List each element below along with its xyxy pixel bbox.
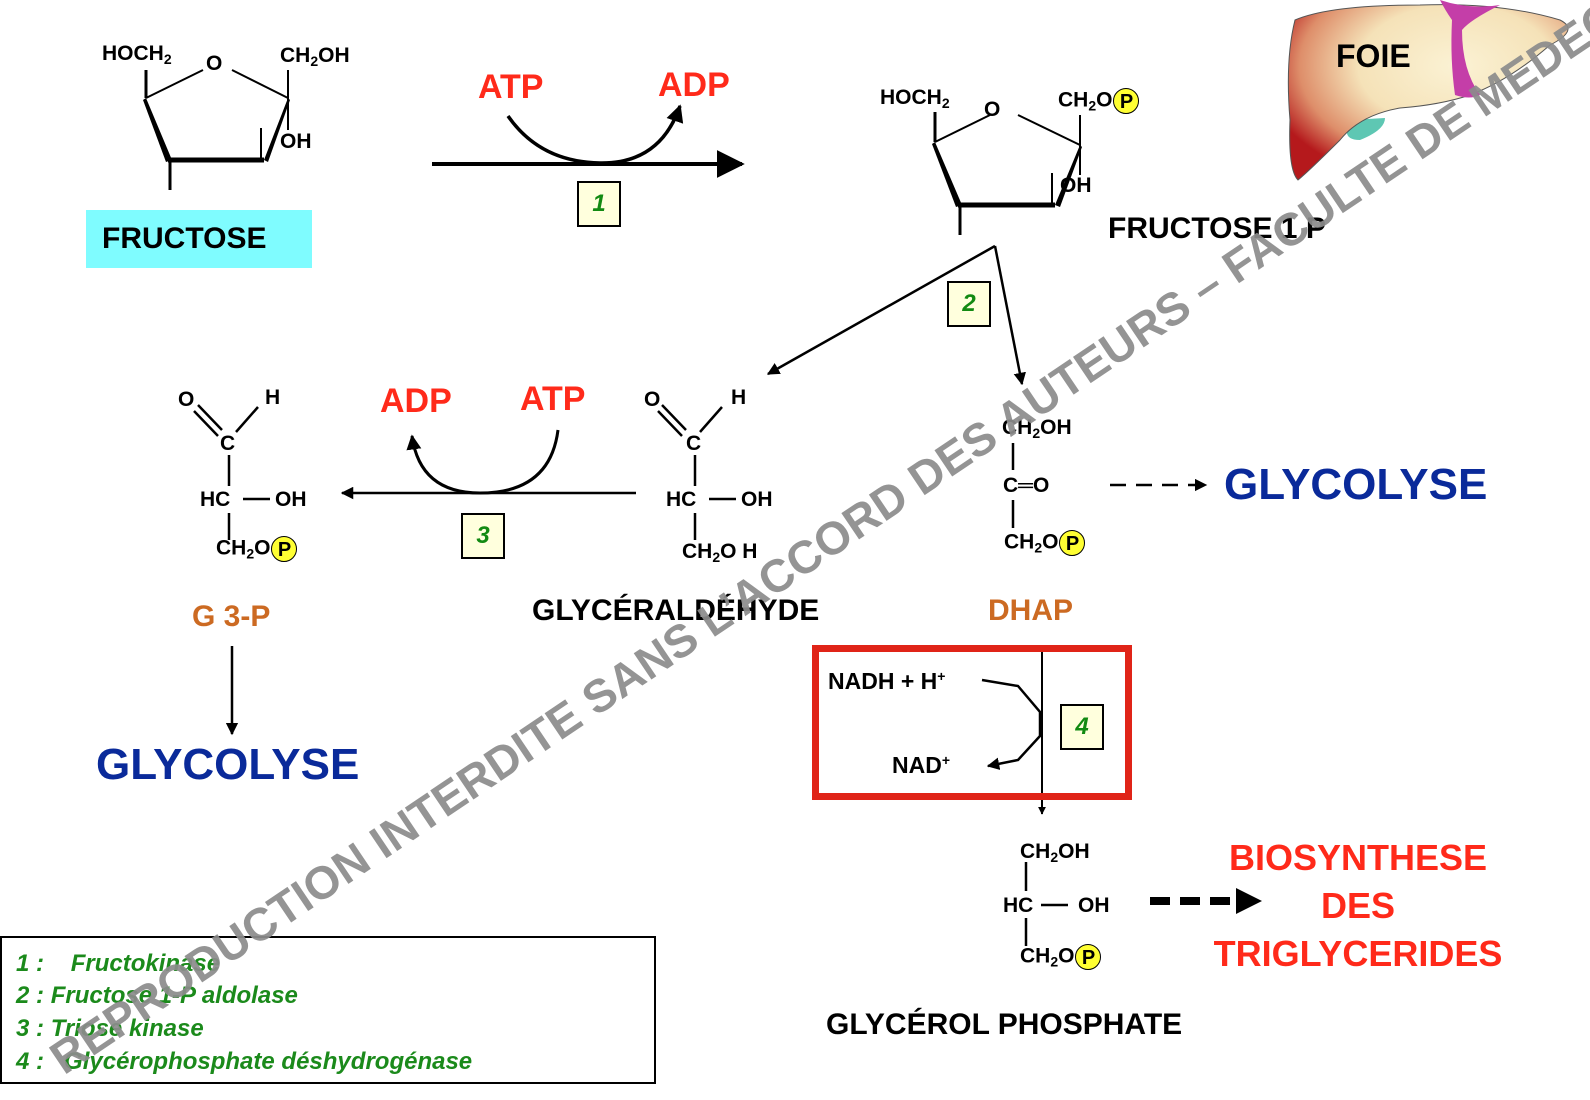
fructose-1p-oh-group: OH [1060,174,1092,197]
biosynthese-triglycerides-label: BIOSYNTHESE DES TRIGLYCERIDES [1188,834,1528,978]
g3p-hc: HC [200,488,231,511]
g3p-oh: OH [275,488,307,511]
fructose-1p-ring [932,112,1082,235]
liver-vessel [1440,0,1500,98]
organ-label: FOIE [1336,38,1411,74]
enzyme-4-badge: 4 [1060,704,1104,750]
g3p-hydrogen: H [265,386,281,409]
biosynthese-line-3: TRIGLYCERIDES [1213,933,1503,974]
reaction-2-arrows [766,244,1026,386]
phosphate-icon: P [1075,944,1102,970]
dhap-carbonyl: C═O [1003,474,1050,497]
reaction-4-arrow [981,652,1046,815]
g3p-carbon: C [220,432,236,455]
glycerol-to-biosynthese-arrow [1150,888,1262,914]
glycolyse-left-label: GLYCOLYSE [96,740,360,789]
fructose-ch2oh-group: CH2OH [280,44,350,69]
glycerol-phosphate-ch2oh-group: CH2OH [1020,840,1090,865]
g3p-bonds [193,404,270,540]
fructose-oh-group: OH [280,130,312,153]
phosphate-icon: P [271,536,298,562]
enzyme-3-badge: 3 [461,513,505,559]
legend-item-1: 1 : Fructokinase [16,950,221,977]
glycerol-phosphate-hc: HC [1003,894,1034,917]
glycerol-phosphate-label: GLYCÉROL PHOSPHATE [826,1008,1183,1041]
dhap-ch2oh-group: CH2OH [1002,416,1072,441]
g3p-label: G 3-P [192,600,271,633]
fructose-ring [143,69,290,190]
biosynthese-line-1: BIOSYNTHESE [1228,837,1488,878]
enzyme-2-badge: 2 [947,281,991,327]
g3p-oxygen: O [178,388,195,411]
legend-item-4: 4 : Glycérophosphate déshydrogénase [16,1048,473,1075]
glycerol-phosphate-oh: OH [1078,894,1110,917]
glyceraldehyde-bonds [657,404,736,540]
glyceraldehyde-carbon: C [686,432,702,455]
fructose-hoch2-group: HOCH2 [102,42,172,67]
reaction-4-nad: NAD+ [892,752,951,778]
reaction-1-adp: ADP [658,66,730,104]
glycerol-phosphate-bonds [1024,862,1068,946]
enzyme-1-badge: 1 [577,181,621,227]
reaction-1-arrow [432,104,745,178]
legend-item-2: 2 : Fructose 1-P aldolase [16,982,298,1009]
fructose-label-highlight [86,210,312,268]
biosynthese-line-2: DES [1320,885,1396,926]
phosphate-icon: P [1059,530,1086,556]
glyceraldehyde-oxygen: O [644,388,661,411]
reaction-4-nadh: NADH + H+ [828,668,946,694]
glyceraldehyde-label: GLYCÉRALDÉHYDE [532,594,820,627]
glyceraldehyde-hydrogen: H [731,386,747,409]
fructose-1p-ring-oxygen: O [984,98,1001,121]
reaction-3-atp: ATP [520,380,586,418]
fructose-ring-oxygen: O [206,52,223,75]
legend-item-3: 3 : Triose kinase [16,1015,204,1042]
glyceraldehyde-oh: OH [741,488,773,511]
reaction-3-arrow [340,429,636,500]
fructose-1p-label: FRUCTOSE 1 P [1108,212,1326,245]
fructose-1p-hoch2-group: HOCH2 [880,86,950,111]
reaction-4-frame [812,645,1132,800]
reaction-1-atp: ATP [478,68,544,106]
glycolyse-right-label: GLYCOLYSE [1224,460,1488,509]
glyceraldehyde-hc: HC [666,488,697,511]
glyceraldehyde-ch2oh-group: CH2O H [682,540,758,565]
dhap-label: DHAP [988,594,1074,627]
enzyme-legend: 1 : Fructokinase 2 : Fructose 1-P aldola… [0,936,656,1084]
phosphate-icon: P [1113,88,1140,114]
reaction-3-adp: ADP [380,382,452,420]
fructose-label: FRUCTOSE [102,222,267,255]
